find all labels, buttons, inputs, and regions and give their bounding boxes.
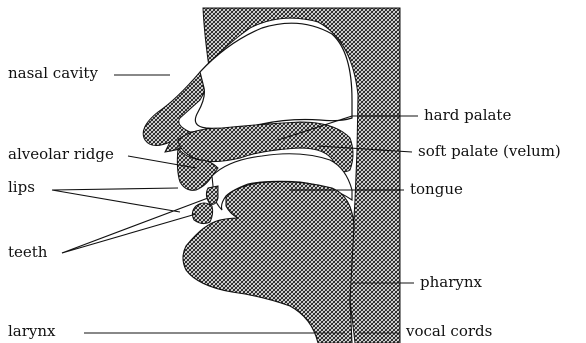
label-larynx: larynx (8, 322, 56, 340)
lower-lip (192, 203, 212, 224)
label-tongue: tongue (410, 180, 463, 198)
label-vocal-cords: vocal cords (406, 322, 492, 340)
upper-teeth (206, 186, 218, 204)
label-soft-palate: soft palate (velum) (418, 142, 561, 160)
lips-pointer-upper (52, 188, 178, 190)
label-hard-palate: hard palate (424, 106, 511, 124)
label-lips: lips (8, 178, 35, 196)
label-nasal-cavity: nasal cavity (8, 64, 98, 82)
lips-pointer-lower (52, 190, 180, 212)
label-alveolar-ridge: alveolar ridge (8, 145, 114, 163)
label-pharynx: pharynx (420, 273, 482, 291)
teeth-pointer-lower (62, 214, 196, 253)
label-teeth: teeth (8, 243, 47, 261)
teeth-pointer-upper (62, 198, 208, 253)
